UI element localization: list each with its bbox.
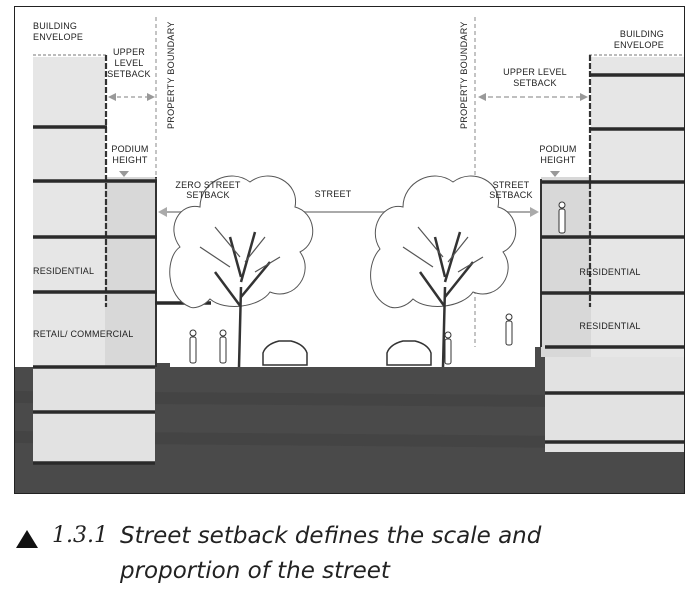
left-building-base [33,367,155,462]
label-street: STREET [315,189,352,199]
figure-number: 1.3.1 [52,523,108,548]
ground-mass [15,347,684,493]
right-building-upper [591,57,684,357]
podium-marker-right [550,171,560,177]
left-floor-slabs [33,125,211,465]
arrowhead [580,93,588,101]
label-residential-right-2: RESIDENTIAL [579,321,640,331]
car-left [262,340,308,366]
car-right [386,340,432,366]
arrowhead [158,207,167,217]
right-floor-slabs [541,73,684,444]
tree-right [370,175,517,368]
caption-line-2: proportion of the street [120,558,390,584]
caption-line-1: Street setback defines the scale and [120,523,542,549]
figure-caption: 1.3.1 Street setback defines the scale a… [10,520,690,590]
label-residential-right-1: RESIDENTIAL [579,267,640,277]
triangle-bullet-icon [16,530,38,548]
left-building-podium [105,177,155,367]
label-residential-left: RESIDENTIAL [33,266,94,276]
arrowhead [108,93,116,101]
right-building-base [545,357,684,452]
arrowhead [530,207,539,217]
label-retail-commercial: RETAIL/ COMMERCIAL [33,329,133,339]
left-building-upper [33,57,105,367]
podium-marker-left [119,171,129,177]
pedestrian-figures [189,201,566,365]
tree-left [169,175,314,368]
label-property-boundary-right: PROPERTY BOUNDARY [459,21,469,129]
arrowhead [147,93,155,101]
arrowhead [478,93,486,101]
label-property-boundary-left: PROPERTY BOUNDARY [166,21,176,129]
right-building-podium [541,177,591,357]
